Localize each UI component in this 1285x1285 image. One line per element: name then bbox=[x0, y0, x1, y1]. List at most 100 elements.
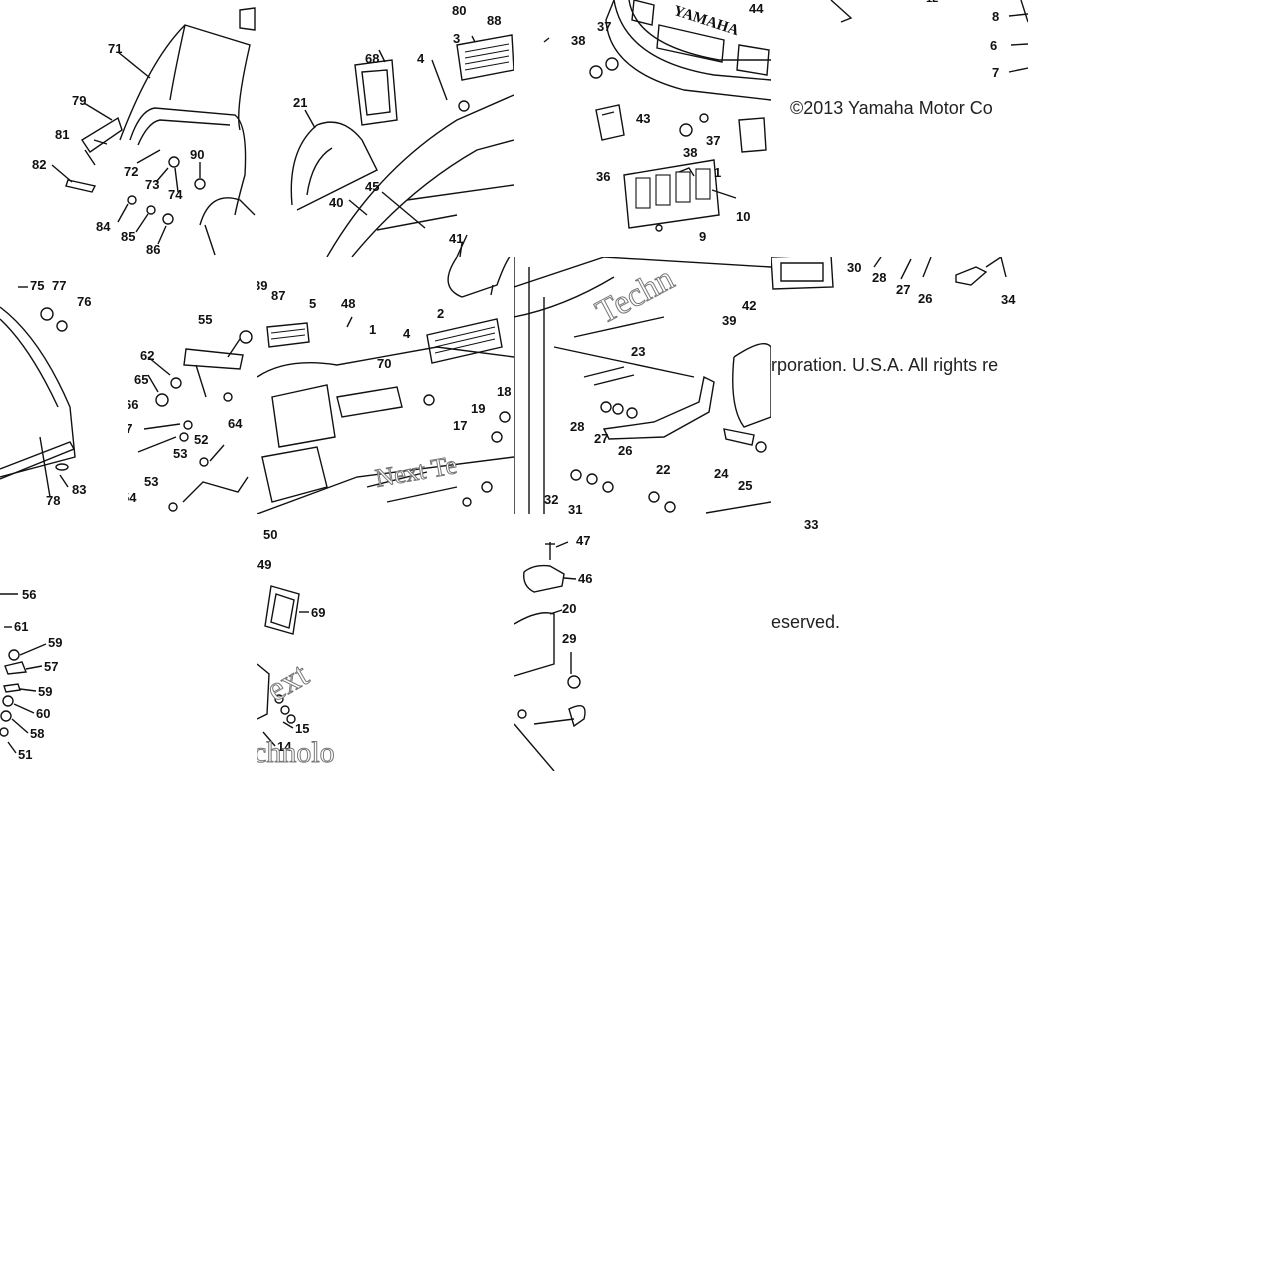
part-label: 9 bbox=[699, 229, 707, 244]
part-label: 54 bbox=[128, 490, 137, 505]
part-label: 75 bbox=[30, 278, 45, 293]
part-label: 28 bbox=[872, 270, 887, 285]
part-label: 67 bbox=[128, 421, 133, 436]
strap-drawing bbox=[514, 257, 771, 514]
part-label: 81 bbox=[55, 127, 70, 142]
part-label: 1 bbox=[369, 322, 377, 337]
part-label: 39 bbox=[722, 313, 737, 328]
part-label: 37 bbox=[597, 19, 612, 34]
part-label: 27 bbox=[896, 282, 911, 297]
part-label: 18 bbox=[497, 384, 512, 399]
part-label: 3 bbox=[453, 31, 461, 46]
small-parts-drawing bbox=[771, 257, 1007, 290]
part-label: 41 bbox=[449, 231, 464, 246]
part-label: 12 bbox=[926, 0, 938, 5]
part-label: 73 bbox=[145, 177, 160, 192]
diagram-tile-front-panel: 38 37 43 36 38 37 1 9 10 44 YAMAHA bbox=[514, 0, 771, 257]
part-label: 28 bbox=[570, 419, 585, 434]
part-label: 38 bbox=[683, 145, 698, 160]
part-label: 8 bbox=[992, 9, 1000, 24]
part-label: 33 bbox=[804, 517, 819, 532]
part-label: 50 bbox=[263, 527, 278, 542]
diagram-tile-strap: 42 39 23 28 27 26 22 24 25 32 31 Techn bbox=[514, 257, 771, 514]
bracket-drawing bbox=[830, 0, 1028, 73]
part-label: 74 bbox=[168, 187, 183, 202]
part-label: 5 bbox=[309, 296, 317, 311]
part-label: 76 bbox=[77, 294, 92, 309]
part-label: 44 bbox=[749, 1, 764, 16]
part-label: 4 bbox=[403, 326, 411, 341]
part-label: 78 bbox=[46, 493, 61, 508]
part-label: 60 bbox=[36, 706, 51, 721]
part-label: 55 bbox=[198, 312, 213, 327]
part-label: 82 bbox=[32, 157, 47, 172]
handlebar-drawing bbox=[51, 7, 256, 256]
part-label: 53 bbox=[173, 446, 188, 461]
part-label: 6 bbox=[990, 38, 998, 53]
windshield-drawing bbox=[0, 286, 76, 498]
part-label: 59 bbox=[38, 684, 53, 699]
diagram-tile-copyright-3: eserved. bbox=[771, 600, 1028, 640]
part-label: 53 bbox=[144, 474, 159, 489]
part-label: 39 bbox=[257, 278, 268, 293]
part-label: 20 bbox=[562, 601, 577, 616]
part-label: 7 bbox=[992, 65, 1000, 80]
part-label: 80 bbox=[452, 3, 467, 18]
part-label: 4 bbox=[417, 51, 425, 66]
gasket-drawing bbox=[257, 585, 309, 747]
part-label: 69 bbox=[311, 605, 326, 620]
diagram-tile-part-33: 33 bbox=[771, 514, 871, 554]
part-label: 72 bbox=[124, 164, 139, 179]
diagram-tile-hinge: 55 62 65 66 67 63 64 52 53 53 54 bbox=[128, 257, 257, 514]
part-label: 45 bbox=[365, 179, 380, 194]
part-label: 2 bbox=[437, 306, 445, 321]
console-drawing bbox=[257, 257, 514, 514]
part-label: 30 bbox=[847, 260, 862, 275]
part-label: 79 bbox=[72, 93, 87, 108]
part-label: 88 bbox=[487, 13, 502, 28]
part-label: 23 bbox=[631, 344, 646, 359]
part-label: 83 bbox=[72, 482, 87, 497]
front-panel-drawing bbox=[543, 0, 771, 232]
diagram-tile-knob: 47 46 20 29 bbox=[514, 514, 614, 771]
part-label: 34 bbox=[1001, 292, 1016, 307]
part-label: 77 bbox=[52, 278, 67, 293]
diagram-tile-copyright-2: 30 28 27 26 34 rporation. U.S.A. All rig… bbox=[771, 257, 1028, 514]
part-label: 40 bbox=[329, 195, 344, 210]
part-label: 48 bbox=[341, 296, 356, 311]
part-label: 64 bbox=[228, 416, 243, 431]
part-label: 1 bbox=[714, 165, 722, 180]
part-label: 42 bbox=[742, 298, 757, 313]
part-label: 21 bbox=[293, 95, 308, 110]
diagram-tile-handlebar: 71 79 81 82 72 73 74 90 84 85 86 bbox=[0, 0, 257, 257]
part-label: 32 bbox=[544, 492, 559, 507]
part-label: 51 bbox=[18, 747, 33, 762]
fasteners-drawing bbox=[0, 593, 47, 754]
diagram-tile-copyright-1: 12 8 6 7 ©2013 Yamaha Motor Co bbox=[771, 0, 1028, 257]
part-label: 17 bbox=[453, 418, 468, 433]
cowl-drawing bbox=[290, 34, 514, 257]
part-label: 31 bbox=[568, 502, 583, 514]
part-label: 61 bbox=[14, 619, 29, 634]
diagram-tile-console: 39 87 5 48 1 2 70 4 18 19 17 Next Te bbox=[257, 257, 514, 514]
part-label: 47 bbox=[576, 533, 591, 548]
part-label: 66 bbox=[128, 397, 139, 412]
part-label: 14 bbox=[277, 739, 292, 754]
watermark-text: chnolo bbox=[257, 736, 335, 770]
part-label: 52 bbox=[194, 432, 209, 447]
part-label: 49 bbox=[257, 557, 272, 572]
part-label: 65 bbox=[134, 372, 149, 387]
part-label: 58 bbox=[30, 726, 45, 741]
part-label: 15 bbox=[295, 721, 310, 736]
part-label: 90 bbox=[190, 147, 205, 162]
part-label: 46 bbox=[578, 571, 593, 586]
part-label: 43 bbox=[636, 111, 651, 126]
part-label: 38 bbox=[571, 33, 586, 48]
diagram-tile-fasteners: 56 61 59 57 59 60 58 51 bbox=[0, 514, 128, 771]
part-label: 71 bbox=[108, 41, 123, 56]
part-label: 26 bbox=[918, 291, 933, 306]
part-label: 37 bbox=[706, 133, 721, 148]
diagram-tile-cowl: 80 88 68 4 3 21 40 45 41 bbox=[257, 0, 514, 257]
part-label: 87 bbox=[271, 288, 286, 303]
